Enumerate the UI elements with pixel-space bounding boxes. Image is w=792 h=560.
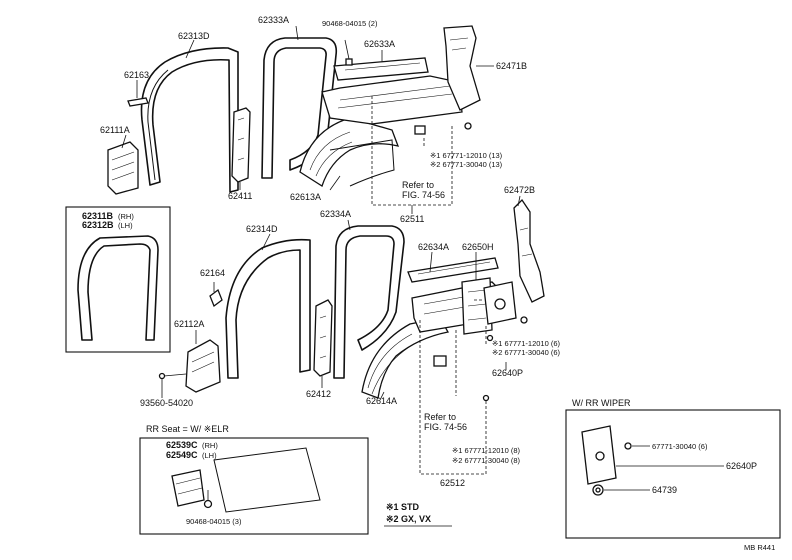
- refer-lower-line2: FIG. 74-56: [424, 422, 467, 432]
- clip-note-low-1: ※1 67771-12010 (8): [452, 446, 521, 455]
- part-62539C-belt-cover: [171, 469, 213, 509]
- leader-62314D: [261, 233, 271, 251]
- refer-upper-line1: Refer to: [402, 180, 434, 190]
- frame-62311B-box: [65, 206, 171, 353]
- label-62333A: 62333A: [258, 15, 289, 25]
- label-62314D: 62314D: [246, 224, 278, 234]
- label-62539C: 62539C: [166, 440, 198, 450]
- part-62334A-weatherstrip: [333, 225, 405, 379]
- part-rr-seat-board: [213, 447, 321, 513]
- part-62633A-board: [321, 39, 472, 135]
- label-62472B: 62472B: [504, 185, 535, 195]
- label-62311B: 62311B: [82, 211, 114, 221]
- label-64739: 64739: [652, 485, 677, 495]
- label-90468-04015-2: 90468-04015 (2): [322, 19, 378, 28]
- part-62412-garnish: [313, 299, 333, 388]
- label-62311B-side: (RH): [118, 212, 134, 221]
- clip-note-mid-2: ※2 67771-30040 (6): [492, 348, 561, 357]
- label-62614A: 62614A: [366, 396, 397, 406]
- label-62633A: 62633A: [364, 39, 395, 49]
- refer-lower-line1: Refer to: [424, 412, 456, 422]
- label-62634A: 62634A: [418, 242, 449, 252]
- leader-62334A: [347, 219, 351, 231]
- label-62334A: 62334A: [320, 209, 351, 219]
- label-62112A: 62112A: [174, 319, 204, 329]
- leader-62472B: [517, 195, 521, 207]
- label-62411: 62411: [228, 191, 252, 201]
- part-62313D-weatherstrip: [140, 47, 239, 193]
- label-62613A: 62613A: [290, 192, 321, 202]
- legend-line1: ※1 STD: [386, 502, 420, 512]
- part-62333A-weatherstrip: [261, 37, 338, 179]
- leader-62313D: [185, 39, 195, 59]
- clip-note-upper-2: ※2 67771-30040 (13): [430, 160, 503, 169]
- legend-line2: ※2 GX, VX: [386, 514, 431, 524]
- part-62314D-weatherstrip: [225, 238, 311, 379]
- label-62312B: 62312B: [82, 220, 114, 230]
- label-62471B: 62471B: [496, 61, 527, 71]
- label-62512: 62512: [440, 478, 465, 488]
- label-62640P-b: 62640P: [726, 461, 757, 471]
- part-62472B-trim: [513, 198, 545, 303]
- part-62613A-wheelhouse: [299, 117, 400, 187]
- footer-ref-code: MB R441: [744, 543, 775, 552]
- label-62549C: 62549C: [166, 450, 198, 460]
- part-62614A-wheelhouse: [361, 317, 450, 399]
- clip-note-mid-1: ※1 67771-12010 (6): [492, 339, 561, 348]
- refer-upper-line2: FIG. 74-56: [402, 190, 445, 200]
- label-62412: 62412: [306, 389, 331, 399]
- frame-rr-wiper-box: [565, 409, 781, 539]
- label-62549C-side: (LH): [202, 451, 217, 460]
- leader-62333A: [295, 25, 299, 41]
- part-62640P-plate-lower: [483, 281, 528, 342]
- part-62163-clip: [127, 80, 149, 107]
- label-62313D: 62313D: [178, 31, 210, 41]
- frame-rr-seat-box: [139, 437, 369, 535]
- clip-lower: [482, 394, 490, 402]
- part-62164-clip: [209, 282, 223, 308]
- label-62511: 62511: [400, 214, 424, 224]
- part-62111A-garnish: [107, 134, 139, 195]
- label-62111A: 62111A: [100, 125, 130, 135]
- rr-seat-title: RR Seat = W/ ※ELR: [146, 424, 229, 434]
- label-90468-04015-3: 90468-04015 (3): [186, 517, 242, 526]
- rr-wiper-title: W/ RR WIPER: [572, 398, 631, 408]
- label-62164: 62164: [200, 268, 225, 278]
- label-62650H: 62650H: [462, 242, 494, 252]
- part-62112A-garnish: [158, 339, 221, 398]
- leader-62634A: [429, 251, 433, 273]
- label-62539C-side: (RH): [202, 441, 218, 450]
- label-62640P-a: 62640P: [492, 368, 523, 378]
- label-62312B-side: (LH): [118, 221, 133, 230]
- refer-line-lower: [419, 320, 487, 475]
- clip-note-upper-1: ※1 67771-12010 (13): [430, 151, 503, 160]
- part-62411-garnish: [231, 107, 251, 190]
- label-93560-54020: 93560-54020: [140, 398, 193, 408]
- label-62163: 62163: [124, 70, 149, 80]
- part-62311B-weatherstrip: [77, 235, 159, 341]
- clip-note-low-2: ※2 67771-30040 (8): [452, 456, 521, 465]
- part-62471B-trim: [443, 25, 494, 111]
- leader-62613A: [329, 175, 341, 191]
- part-62640P-plate-wiper: [581, 425, 632, 496]
- label-67771-30040-6b: 67771-30040 (6): [652, 442, 708, 451]
- leader-62614A: [379, 391, 385, 401]
